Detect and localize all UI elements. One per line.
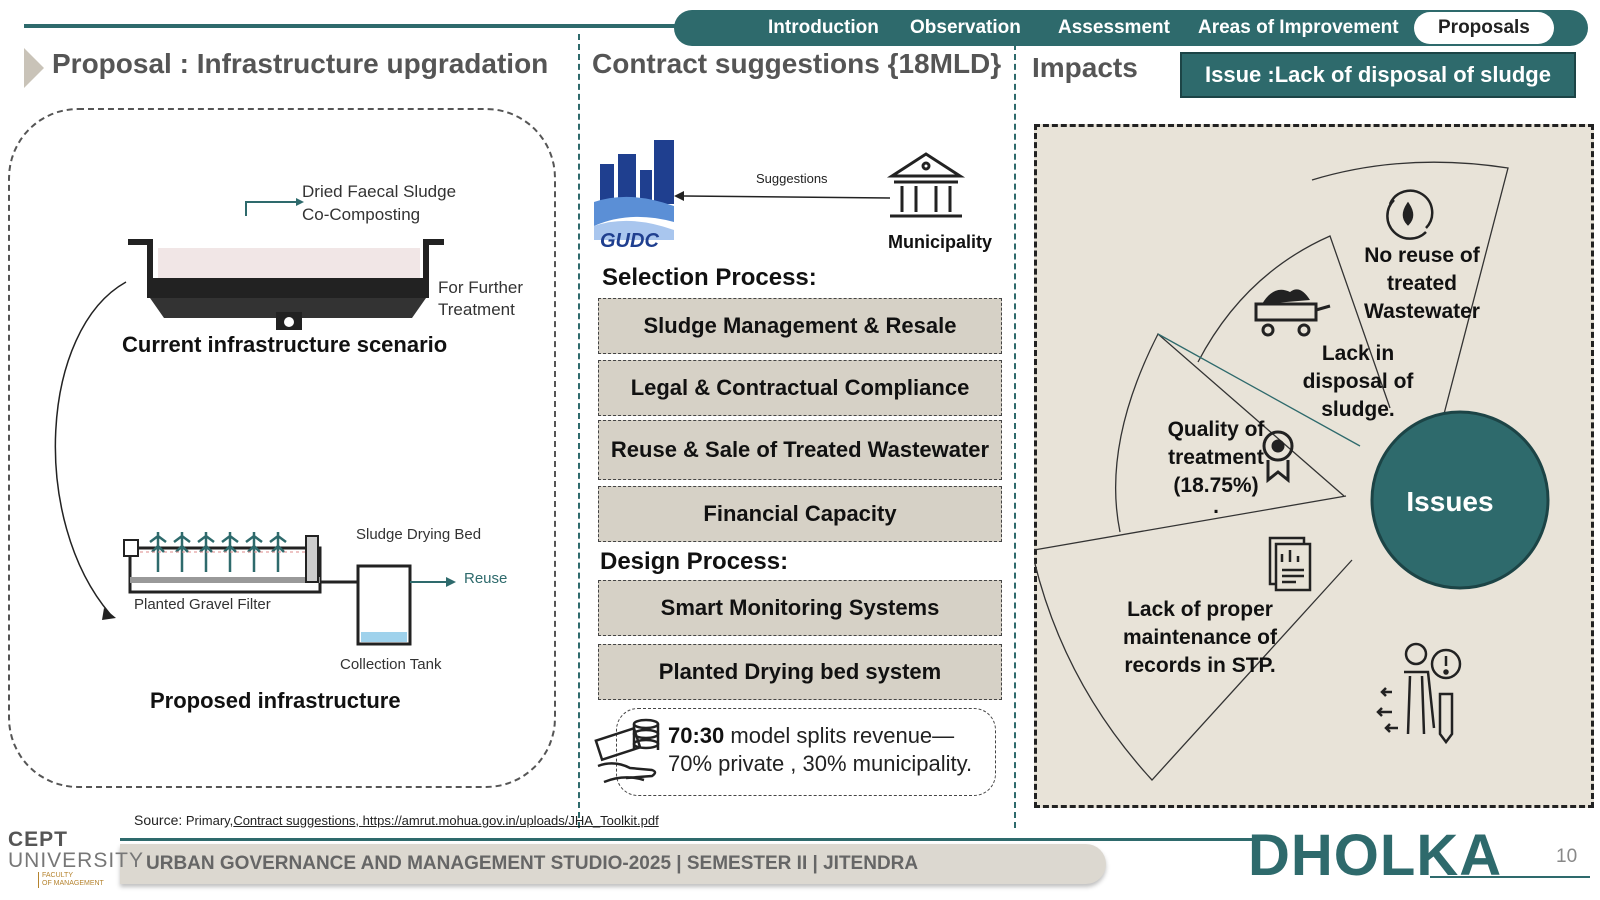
impact-sludge-disposal-line: disposal of	[1302, 370, 1414, 393]
nav-assessment[interactable]: Assessment	[1058, 17, 1170, 38]
place-underline	[1430, 876, 1590, 878]
planted-gravel-filter-icon	[123, 532, 322, 594]
collection-tank-icon	[356, 564, 412, 646]
label-further-treatment-1: For Further	[438, 278, 524, 297]
divider-left	[578, 34, 580, 828]
municipality-label: Municipality	[888, 232, 993, 252]
impact-quality-line: .	[1213, 495, 1219, 518]
impact-records: Lack of proper maintenance of records in…	[1100, 596, 1300, 680]
revenue-model-text: 70:30 model splits revenue— 70% private …	[668, 722, 972, 778]
cept-logo-line-1: CEPT	[8, 828, 69, 851]
issue-banner: Issue :Lack of disposal of sludge	[1180, 52, 1576, 98]
selection-item-legal-compliance: Legal & Contractual Compliance	[598, 360, 1002, 416]
gudc-label: GUDC	[600, 230, 659, 252]
place-title: DHOLKA	[1248, 823, 1503, 888]
divider-right	[1014, 34, 1016, 828]
model-ratio: 70:30	[668, 723, 725, 748]
segment-records	[1034, 559, 1353, 781]
impact-no-reuse: No reuse of treated Wastewater	[1352, 242, 1492, 326]
nav-areas-of-improvement[interactable]: Areas of Improvement	[1198, 17, 1399, 38]
impact-no-reuse-line: No reuse of	[1364, 244, 1480, 267]
sludge-tank-icon	[128, 239, 444, 330]
impact-records-line: Lack of proper	[1127, 598, 1273, 621]
impact-sludge-disposal: Lack in disposal of sludge.	[1288, 340, 1428, 424]
label-collection-tank: Collection Tank	[340, 656, 442, 673]
revenue-model-box	[616, 708, 996, 796]
top-nav: Introduction Observation Assessment Area…	[674, 10, 1588, 46]
infrastructure-diagram	[54, 198, 456, 646]
caption-proposed: Proposed infrastructure	[150, 688, 401, 713]
issues-center-circle	[1370, 410, 1550, 590]
segment-wastewater	[1311, 161, 1509, 415]
impact-no-reuse-line: treated	[1386, 272, 1458, 295]
source-link[interactable]: Contract suggestions, https://amrut.mohu…	[233, 813, 659, 828]
segment-quality	[1115, 332, 1345, 533]
impacts-fan-diagram	[1034, 161, 1550, 781]
page-number: 10	[1556, 846, 1578, 867]
label-dried-sludge: Dried Faecal Sludge	[302, 182, 457, 201]
design-item-planted-drying-bed: Planted Drying bed system	[598, 644, 1002, 700]
cept-logo: CEPT UNIVERSITY FACULTY OF MANAGEMENT	[8, 828, 145, 888]
sludge-cart-icon	[1254, 289, 1331, 337]
impact-sludge-disposal-line: Lack in	[1321, 342, 1395, 365]
middle-heading: Contract suggestions {18MLD}	[592, 48, 1002, 79]
impact-quality-line: treatment	[1168, 446, 1264, 469]
top-rule	[24, 24, 684, 28]
nav-introduction[interactable]: Introduction	[768, 17, 879, 38]
selection-item-financial-capacity: Financial Capacity	[598, 486, 1002, 542]
impact-quality: Quality of treatment (18.75%) .	[1146, 416, 1286, 518]
worker-warning-icon	[1376, 642, 1462, 745]
impact-sludge-disposal-line: sludge.	[1321, 398, 1395, 421]
water-recycle-icon	[1386, 189, 1434, 240]
caption-current: Current infrastructure scenario	[122, 332, 448, 357]
label-reuse: Reuse	[464, 570, 508, 587]
suggestion-flow	[594, 140, 966, 240]
nav-observation[interactable]: Observation	[910, 17, 1021, 38]
impact-quality-line: Quality of	[1167, 418, 1265, 441]
left-heading: Proposal : Infrastructure upgradation	[52, 48, 549, 79]
design-item-smart-monitoring: Smart Monitoring Systems	[598, 580, 1002, 636]
label-cocomposting: Co-Composting	[302, 205, 421, 224]
cept-logo-line-3a: FACULTY	[38, 872, 144, 880]
municipality-building-icon	[886, 152, 966, 218]
cept-logo-line-2: UNIVERSITY	[8, 849, 145, 872]
records-document-icon	[1268, 536, 1312, 592]
segment-sludge	[1197, 235, 1391, 409]
impact-quality-line: (18.75%)	[1173, 474, 1259, 497]
label-further-treatment-2: Treatment	[438, 300, 515, 319]
footer-rule	[120, 838, 1260, 841]
footer-bar	[120, 844, 1106, 884]
source-prefix: Source:	[134, 812, 183, 828]
infrastructure-panel	[8, 108, 556, 788]
selection-item-reuse-sale: Reuse & Sale of Treated Wastewater	[598, 420, 1002, 480]
title-arrow-icon	[24, 48, 44, 88]
nav-proposals[interactable]: Proposals	[1414, 12, 1554, 44]
label-sludge-drying-bed: Sludge Drying Bed	[356, 526, 482, 543]
impact-records-line: maintenance of	[1122, 626, 1278, 649]
right-heading: Impacts	[1032, 52, 1138, 83]
design-process-title: Design Process:	[600, 548, 789, 575]
model-text-2: 70% private , 30% municipality.	[668, 751, 973, 776]
selection-item-sludge-management: Sludge Management & Resale	[598, 298, 1002, 354]
impact-records-line: records in STP.	[1124, 654, 1276, 677]
issues-center-label: Issues	[1406, 486, 1494, 517]
dried-sludge-pointer	[245, 201, 296, 216]
quality-badge-icon	[1262, 430, 1294, 484]
model-text-1: model splits revenue—	[724, 723, 955, 748]
transition-arrow	[54, 281, 127, 615]
money-hand-icon	[594, 718, 660, 784]
gudc-logo-icon	[594, 140, 674, 240]
footer-text: URBAN GOVERNANCE AND MANAGEMENT STUDIO-2…	[146, 853, 919, 874]
label-planted-gravel-filter: Planted Gravel Filter	[134, 596, 271, 613]
impact-no-reuse-line: Wastewater	[1364, 300, 1480, 323]
selection-process-title: Selection Process:	[602, 264, 817, 291]
suggestion-arrow	[683, 195, 891, 199]
source-note: Source: Primary,Contract suggestions, ht…	[134, 812, 659, 828]
cept-logo-line-3b: OF MANAGEMENT	[38, 880, 144, 888]
source-text: Primary,	[185, 813, 234, 828]
suggestions-label: Suggestions	[756, 171, 828, 186]
